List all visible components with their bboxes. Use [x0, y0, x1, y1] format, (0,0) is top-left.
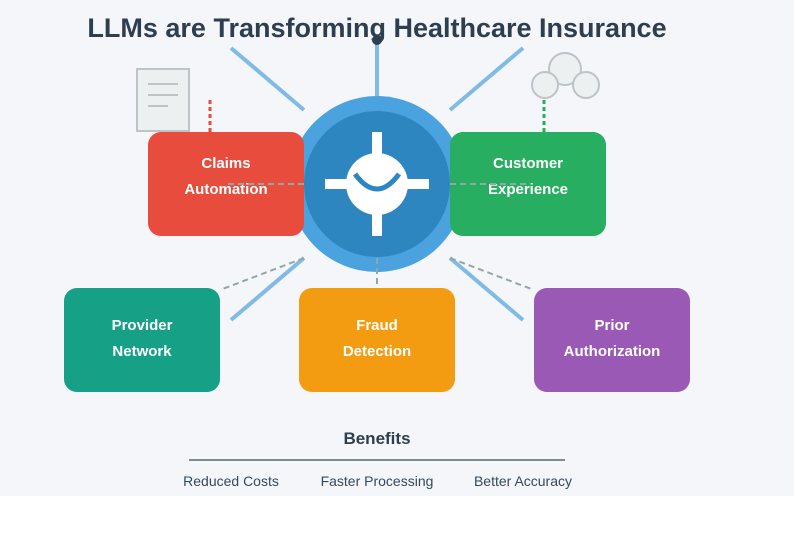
top-node-dot — [372, 35, 382, 45]
page-title: LLMs are Transforming Healthcare Insuran… — [87, 13, 666, 43]
node-label: Experience — [488, 181, 568, 198]
node-claims-automation[interactable]: Claims Automation — [148, 132, 304, 236]
benefit-item: Reduced Costs — [183, 473, 279, 489]
benefit-item: Better Accuracy — [474, 473, 572, 489]
node-label: Fraud — [356, 317, 398, 334]
node-label: Network — [112, 343, 172, 360]
node-label: Detection — [343, 343, 411, 360]
node-label: Automation — [184, 181, 267, 198]
node-label: Prior — [594, 317, 629, 334]
llm-hub-icon — [289, 96, 465, 272]
hub-rays — [229, 40, 525, 322]
dashed-connectors — [219, 183, 535, 291]
node-prior-authorization[interactable]: Prior Authorization — [534, 288, 690, 392]
ray-bottom-right — [448, 256, 525, 322]
cloud-icon — [531, 52, 600, 99]
node-label: Authorization — [564, 343, 661, 360]
node-provider-network[interactable]: Provider Network — [64, 288, 220, 392]
node-label: Provider — [112, 317, 173, 334]
ray-top-left — [229, 46, 306, 112]
ray-top-right — [448, 46, 525, 112]
node-fraud-detection[interactable]: Fraud Detection — [299, 288, 455, 392]
node-customer-experience[interactable]: Customer Experience — [450, 132, 606, 236]
benefit-item: Faster Processing — [321, 473, 434, 489]
document-icon — [136, 68, 190, 132]
node-label: Claims — [201, 155, 250, 172]
ray-bottom-left — [229, 256, 306, 322]
benefits-title: Benefits — [343, 429, 410, 448]
node-label: Customer — [493, 155, 563, 172]
